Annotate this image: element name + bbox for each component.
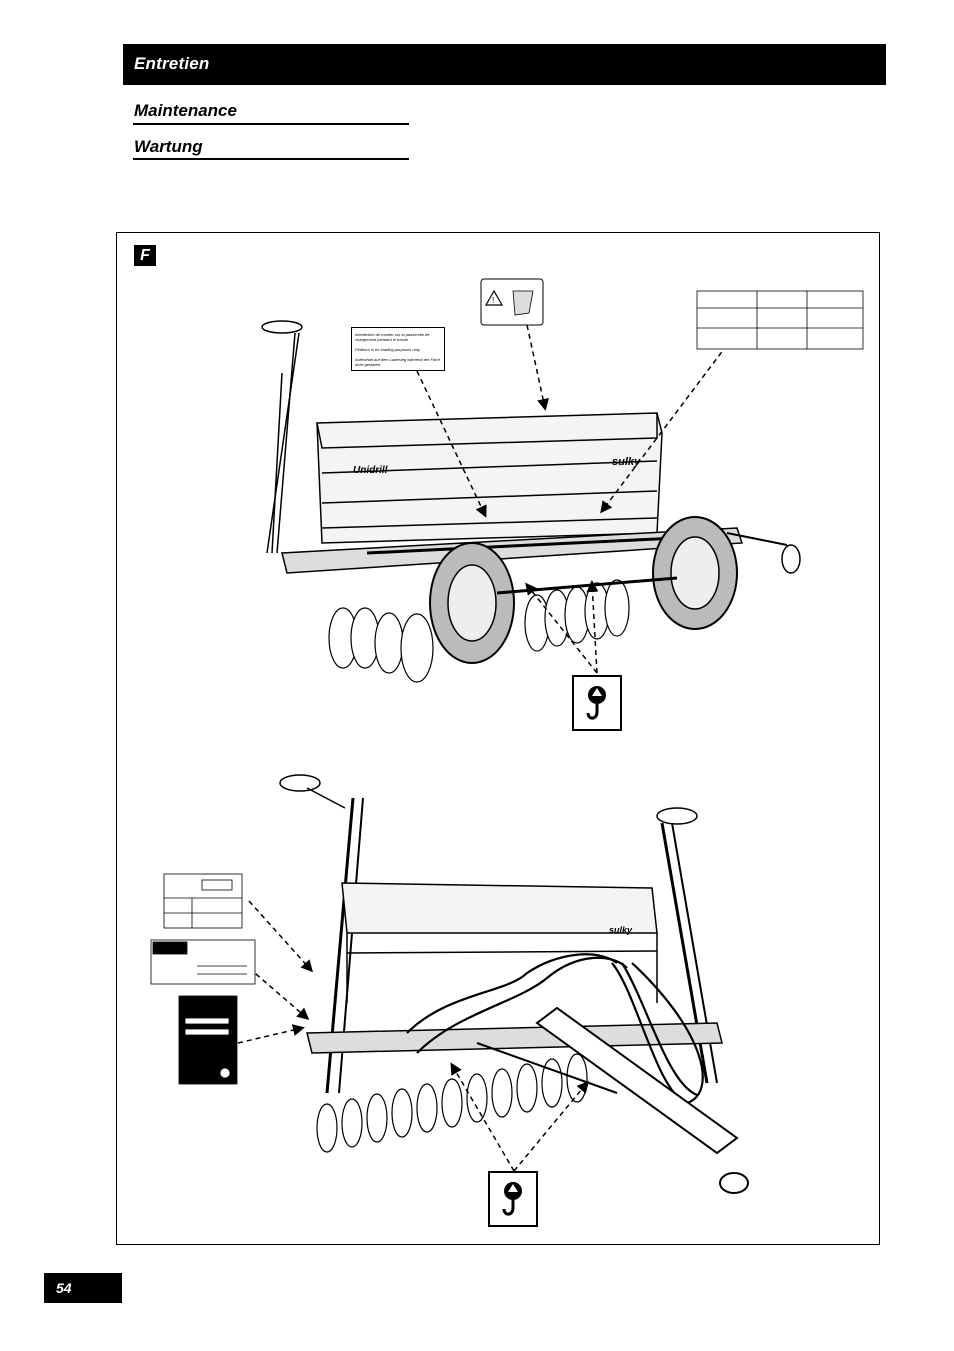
- machine-logo-label-2: sulky: [609, 925, 633, 935]
- seed-drill-top: Unidrill sulky: [261, 320, 801, 683]
- nameplate-decal: [150, 939, 256, 985]
- figure-frame: F Unidrill sulky: [116, 232, 880, 1245]
- figure-label: F: [134, 245, 156, 266]
- section-title: Entretien: [134, 54, 210, 73]
- seed-drill-bottom: sulky: [279, 774, 749, 1194]
- subtitle-german: Wartung: [134, 137, 203, 156]
- page-number: 54: [44, 1273, 122, 1303]
- lifting-point-symbol: [572, 675, 622, 731]
- safety-decal: [178, 995, 238, 1085]
- machine-brand-label: Unidrill: [353, 465, 388, 476]
- subtitle-rule: [133, 158, 409, 160]
- speed-decal: [163, 873, 243, 929]
- placard-line-de: Aufenthalt auf dem Ladesteg während der …: [355, 357, 440, 367]
- lifting-hook-icon: [586, 686, 606, 720]
- placard-line-fr: Interdiction de monter sur la passerelle…: [355, 332, 430, 342]
- placard-line-en: Platform is for loading purposes only.: [355, 347, 421, 352]
- lifting-point-symbol: [488, 1171, 538, 1227]
- lifting-hook-icon: [502, 1182, 522, 1216]
- machine-logo-label: sulky: [612, 456, 641, 468]
- machine-illustration: Unidrill sulky: [150, 278, 864, 1194]
- svg-text:!: !: [492, 296, 494, 305]
- warning-decal: !: [480, 278, 544, 326]
- subtitle-rule: [133, 123, 409, 125]
- instruction-decal: [696, 290, 864, 350]
- subtitle-english: Maintenance: [134, 101, 237, 120]
- loading-platform-placard: Interdiction de monter sur la passerelle…: [351, 327, 445, 371]
- section-header: Entretien: [123, 44, 886, 85]
